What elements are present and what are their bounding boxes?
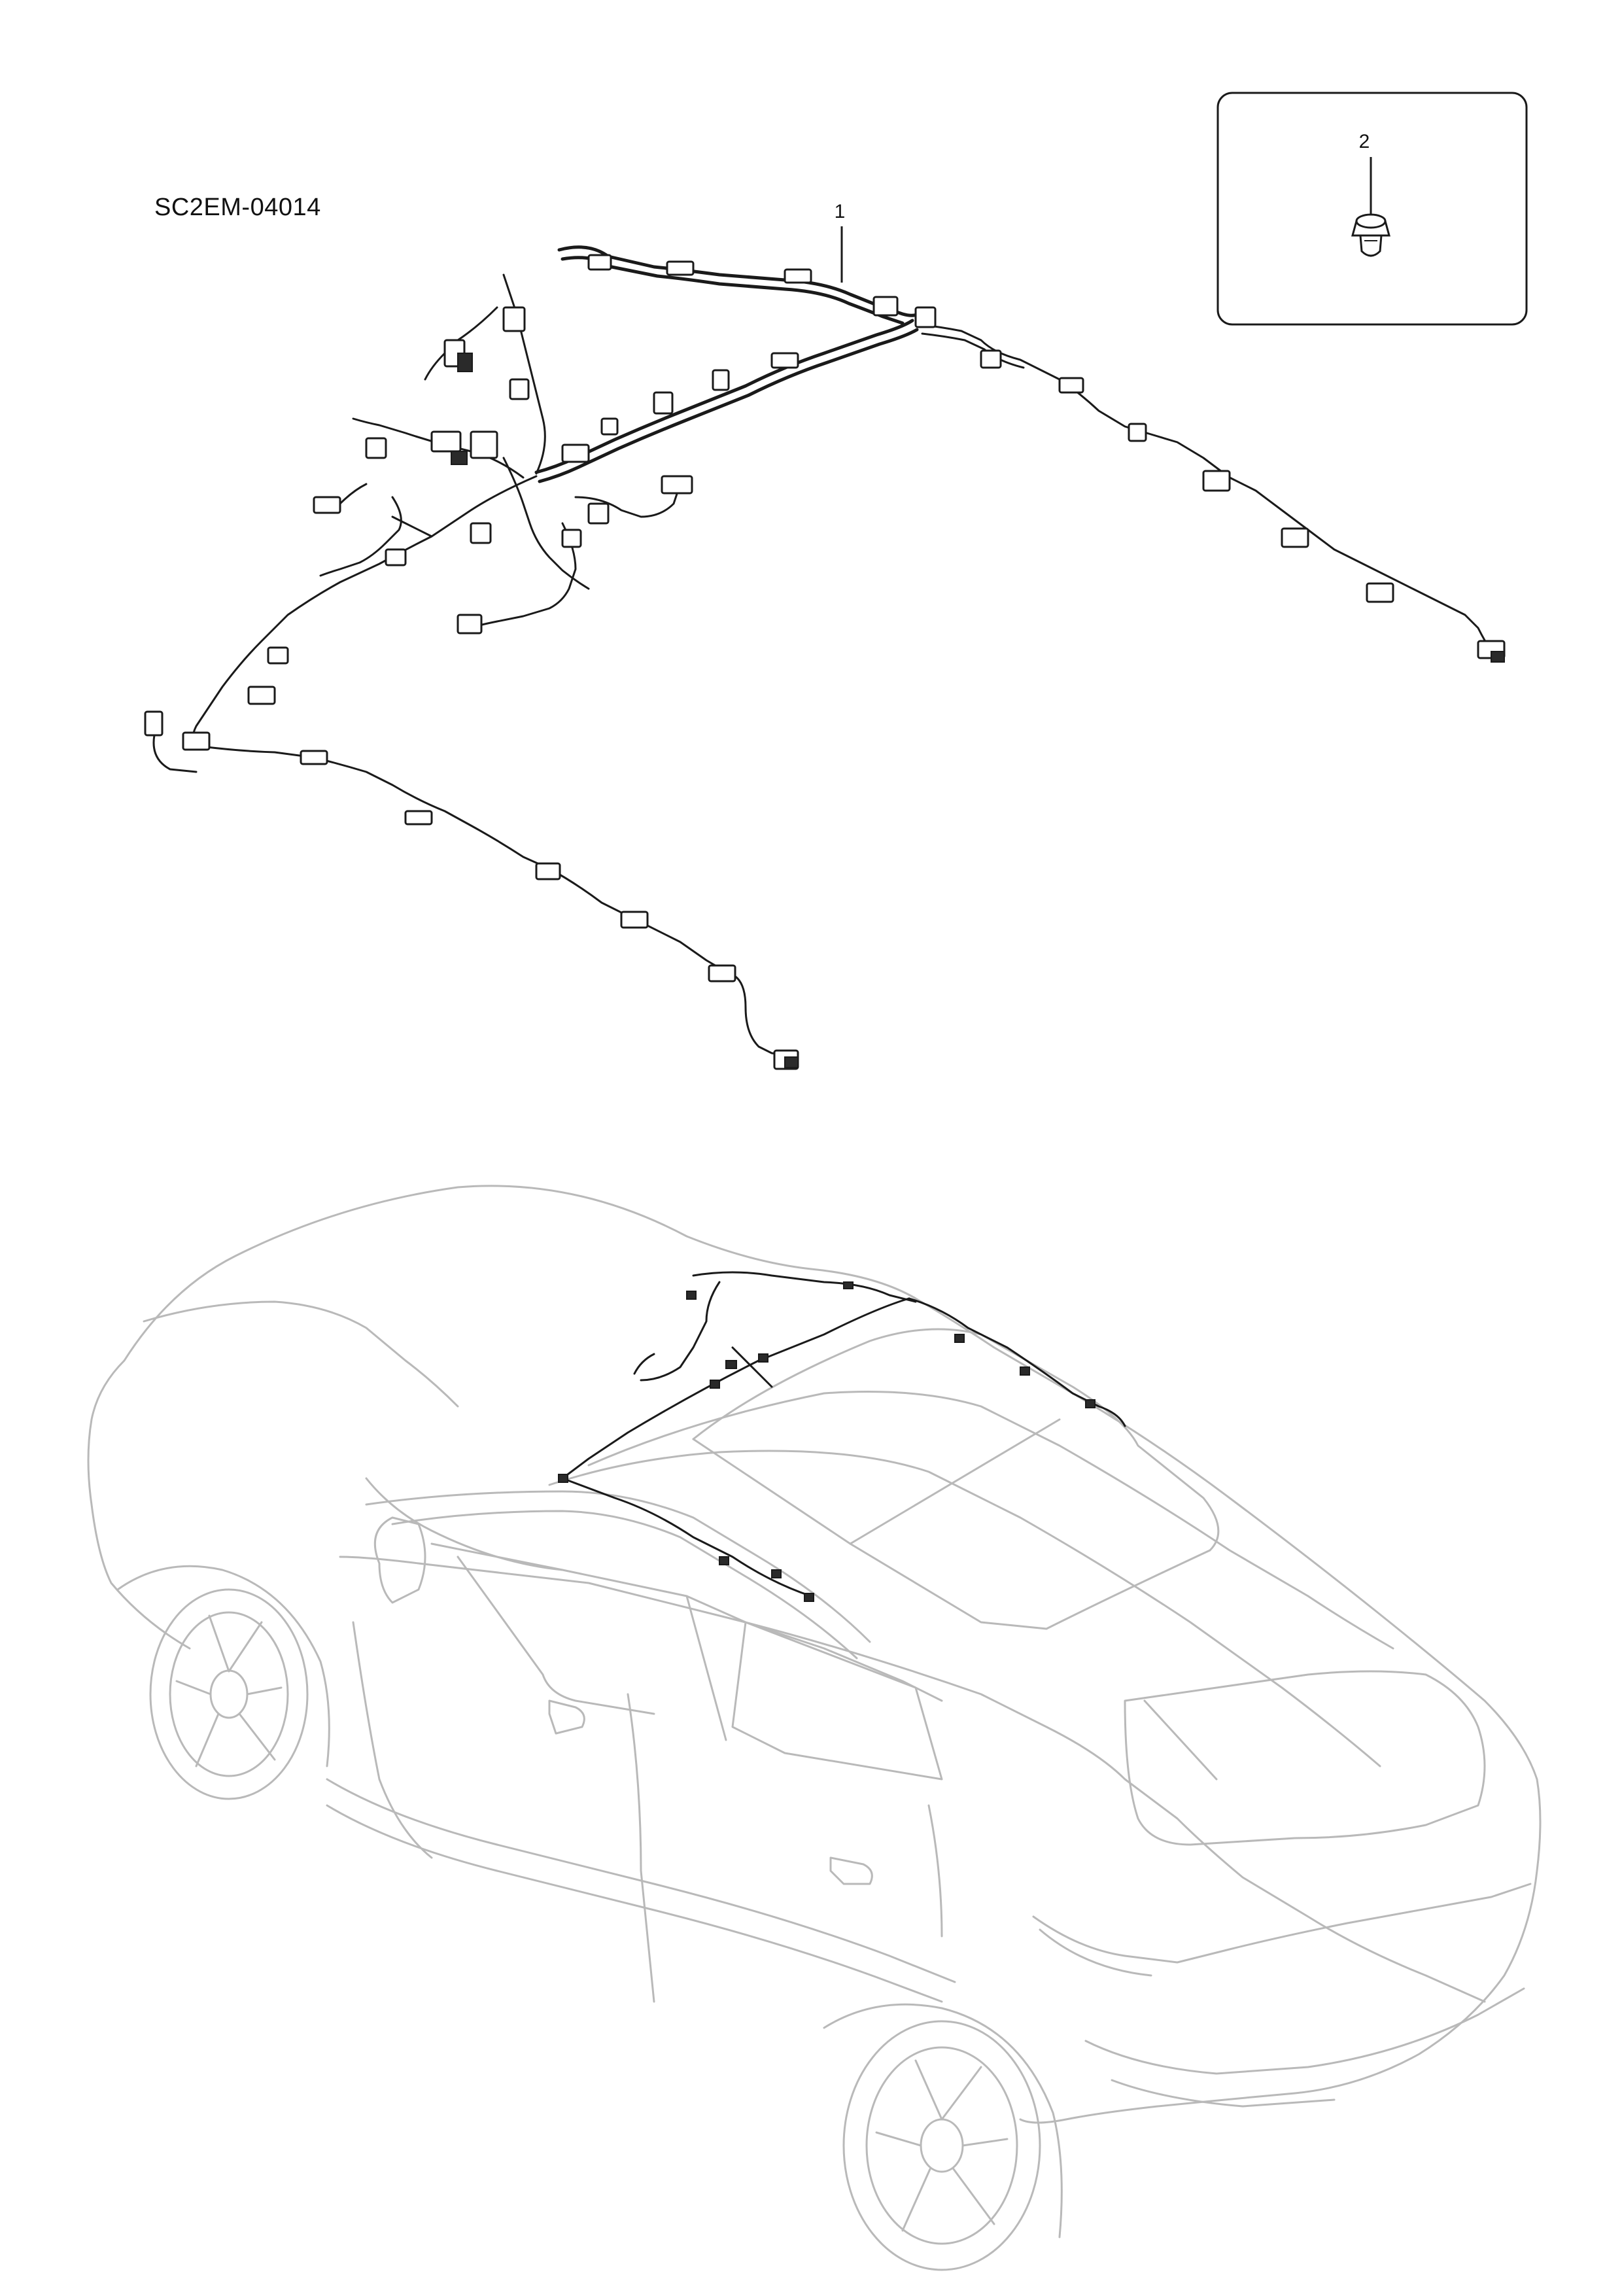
- rear-wheel-icon: [823, 2003, 1063, 2271]
- push-clip-icon: [1351, 213, 1390, 257]
- wiring-harness-icon: [144, 245, 1506, 1070]
- drawing-code: SC2EM-04014: [154, 194, 321, 221]
- callout-1: 1: [835, 201, 846, 283]
- callout-2: 2: [1359, 131, 1372, 216]
- callout-1-number: 1: [835, 201, 846, 222]
- vehicle-outline-icon: [87, 1185, 1542, 2271]
- callout-2-number: 2: [1359, 131, 1370, 152]
- front-wheel-icon: [116, 1565, 330, 1800]
- harness-on-vehicle: [558, 1271, 1126, 1602]
- inset-box: [1216, 92, 1528, 326]
